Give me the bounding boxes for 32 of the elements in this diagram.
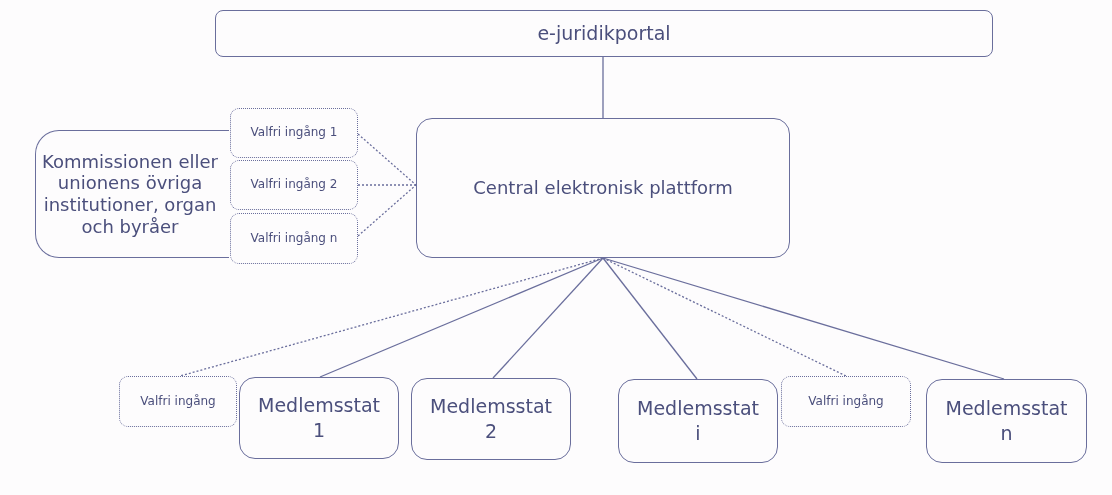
node-label: Valfri ingång	[140, 393, 216, 410]
entry-box	[119, 376, 237, 427]
node-label: Central elektronisk plattform	[473, 176, 733, 200]
member-state-box	[618, 379, 778, 463]
entry-box	[230, 213, 358, 264]
entry-box	[781, 376, 911, 427]
node-label: Medlemsstat i	[636, 396, 760, 446]
node-label: e-juridikportal	[537, 21, 671, 46]
entry-box	[230, 108, 358, 158]
connector-line	[602, 56, 604, 119]
node-label: Medlemsstat 1	[257, 393, 381, 443]
node-label: Medlemsstat 2	[429, 394, 553, 444]
connector-line	[602, 257, 1005, 380]
member-state-box	[411, 378, 571, 460]
node-label: Valfri ingång 1	[250, 125, 338, 141]
dotted-connector	[357, 133, 417, 186]
node-label: Kommissionen eller unionens övriga institutioner, organ och byråer	[41, 150, 219, 238]
node-label: Valfri ingång 2	[250, 177, 338, 193]
node-label: Valfri ingång	[808, 393, 884, 410]
connector-line	[602, 257, 698, 380]
node-label: Valfri ingång n	[250, 230, 338, 247]
node-label: Medlemsstat n	[944, 396, 1069, 446]
platform-box	[416, 118, 790, 258]
member-state-box	[926, 379, 1087, 463]
entry-box	[230, 160, 358, 210]
connector-line	[492, 257, 604, 379]
dotted-connector	[357, 184, 417, 186]
member-state-box	[239, 377, 399, 459]
organisation-box	[35, 130, 229, 258]
connector-line	[319, 257, 604, 378]
portal-box	[215, 10, 993, 57]
dotted-connector	[357, 184, 417, 237]
